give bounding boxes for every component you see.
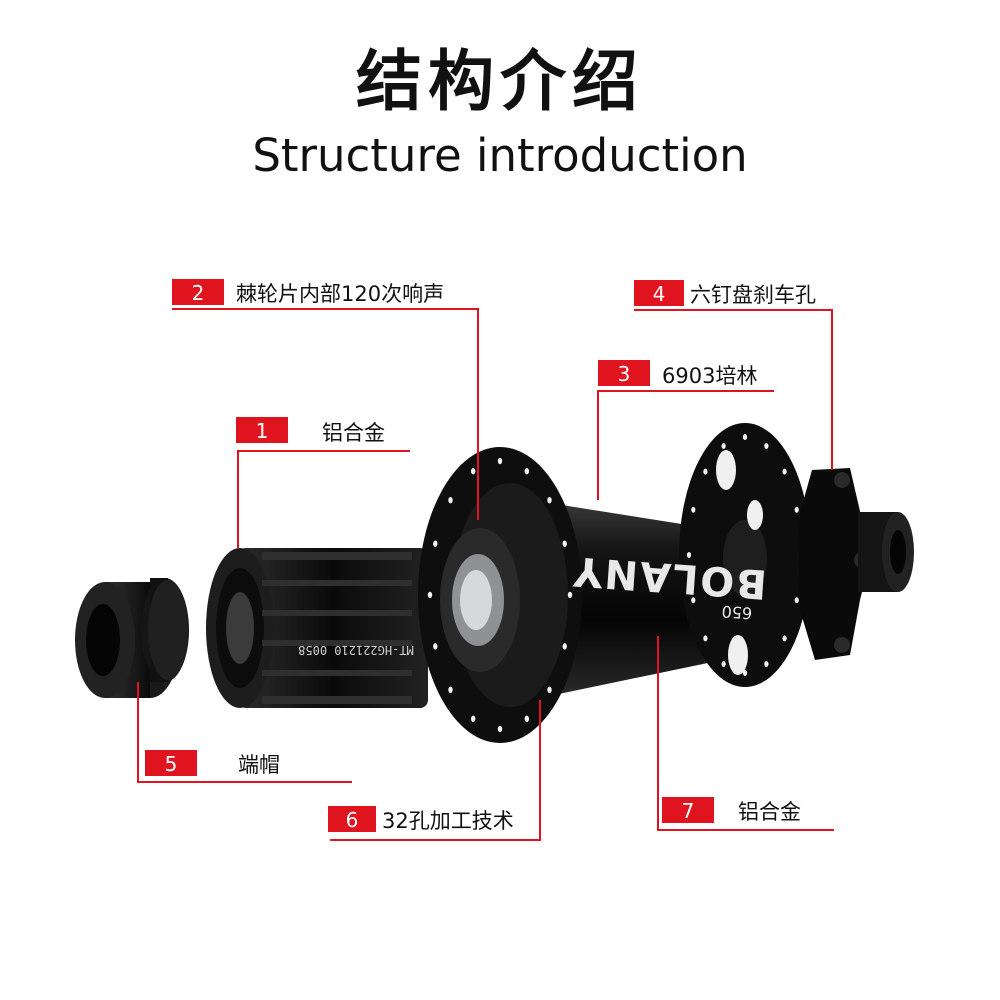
spoke-hole-disc-3	[782, 635, 787, 642]
callout-7-number: 7	[682, 799, 695, 823]
spoke-hole-drive-14	[524, 468, 529, 475]
spoke-hole-drive-16	[562, 540, 567, 547]
end-cap	[75, 578, 189, 698]
leader-line-7	[657, 636, 834, 831]
callout-6: 6 32孔加工技术	[328, 806, 514, 833]
page-subtitle: Structure introduction	[252, 129, 748, 182]
callout-5-label: 端帽	[238, 753, 280, 777]
spoke-hole-disc-16	[794, 506, 799, 513]
spoke-hole-disc-8	[691, 597, 696, 604]
callout-6-number: 6	[346, 808, 359, 832]
callout-2-box	[172, 279, 224, 305]
callout-3-label: 6903培林	[662, 364, 757, 388]
leader-line-3	[597, 390, 774, 500]
disc-side-flange	[679, 423, 811, 687]
callout-1-number: 1	[256, 419, 269, 443]
leader-line-4	[634, 309, 833, 470]
spoke-hole-disc-15	[782, 468, 787, 475]
callout-7: 7 铝合金	[662, 797, 801, 824]
spoke-hole-drive-2	[562, 643, 567, 650]
spoke-hole-drive-7	[448, 686, 453, 693]
callout-4-box	[634, 280, 684, 306]
spoke-hole-drive-13	[497, 457, 503, 465]
callout-2: 2 棘轮片内部120次响声	[172, 279, 444, 306]
spoke-hole-disc-6	[721, 661, 726, 667]
spoke-hole-disc-2	[794, 597, 799, 604]
spoke-hole-drive-10	[433, 540, 438, 547]
spoke-hole-drive-15	[547, 497, 552, 504]
callout-5: 5 端帽	[145, 750, 280, 777]
spoke-hole-disc-14	[764, 443, 769, 449]
end-axle-right	[858, 512, 914, 592]
callout-2-number: 2	[192, 281, 205, 305]
callout-6-box	[328, 806, 376, 832]
spoke-hole-drive-1	[567, 591, 573, 599]
spoke-hole-drive-12	[471, 468, 476, 475]
leader-line-5	[137, 682, 352, 783]
callout-3: 3 6903培林	[598, 360, 757, 388]
spoke-hole-drive-8	[433, 643, 438, 650]
spoke-hole-drive-3	[547, 686, 552, 693]
spoke-hole-drive-6	[471, 715, 476, 722]
callout-4-number: 4	[653, 282, 666, 306]
callout-5-number: 5	[165, 752, 178, 776]
leader-line-1	[237, 450, 410, 548]
callout-4: 4 六钉盘刹车孔	[634, 280, 816, 307]
spoke-hole-disc-10	[691, 506, 696, 513]
spoke-hole-disc-13	[742, 434, 748, 440]
brand-model: 650	[721, 602, 753, 623]
spoke-hole-disc-12	[721, 443, 726, 449]
callout-7-box	[662, 797, 714, 823]
callout-1: 1 铝合金	[236, 417, 385, 445]
callout-1-box	[236, 417, 288, 443]
leader-line-6	[330, 700, 541, 841]
leader-lines	[137, 308, 834, 841]
freehub-marking: MT-HG221210 0058	[298, 643, 414, 657]
spoke-hole-drive-9	[427, 591, 433, 599]
spoke-hole-disc-5	[742, 670, 748, 676]
leader-line-2	[172, 308, 479, 520]
callout-1-label: 铝合金	[322, 421, 385, 445]
freehub-body: MT-HG221210 0058	[206, 548, 428, 708]
callout-3-box	[598, 360, 650, 386]
spoke-hole-disc-9	[686, 552, 692, 558]
spoke-hole-disc-4	[764, 661, 769, 667]
spoke-hole-disc-11	[703, 468, 708, 475]
drive-side-flange	[418, 447, 582, 743]
spoke-hole-disc-7	[703, 635, 708, 642]
callout-6-label: 32孔加工技术	[382, 809, 514, 833]
page-title: 结构介绍	[356, 43, 644, 120]
spoke-hole-drive-4	[524, 715, 529, 722]
callout-7-label: 铝合金	[738, 800, 801, 824]
callout-4-label: 六钉盘刹车孔	[690, 283, 816, 307]
callout-2-label: 棘轮片内部120次响声	[236, 282, 444, 306]
callout-3-number: 3	[618, 362, 631, 386]
spoke-hole-drive-11	[448, 497, 453, 504]
callout-5-box	[145, 750, 197, 776]
spoke-hole-drive-5	[497, 725, 503, 733]
